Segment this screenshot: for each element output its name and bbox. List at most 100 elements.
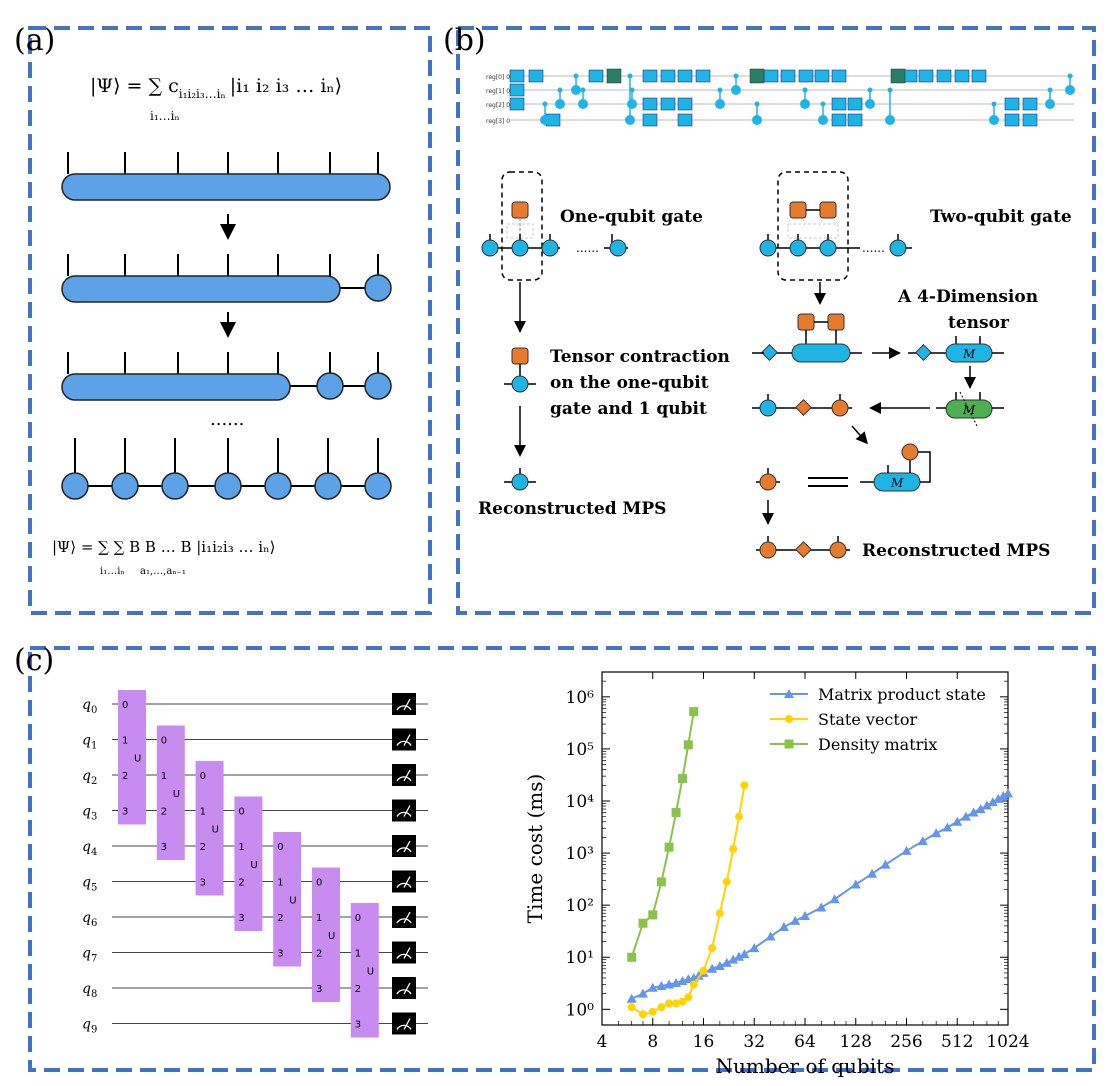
measure-arc	[396, 740, 412, 746]
circuit-gate	[509, 97, 525, 111]
circuit-gate	[971, 69, 987, 83]
u-gate-port-label: 3	[200, 878, 206, 889]
measure-icon	[392, 799, 416, 822]
u-gate-port-label: 1	[161, 771, 167, 782]
u-gate-port-label: 3	[277, 949, 283, 960]
y-tick-label: 10⁰	[566, 1000, 595, 1020]
ellipsis-a: ......	[210, 409, 244, 430]
qubit-node	[511, 239, 529, 257]
qubit-label-index: 7	[91, 954, 97, 965]
data-point	[931, 828, 942, 838]
circuit-wire-label: reg[3] 0	[486, 118, 510, 125]
u-gate-label: U	[134, 753, 141, 764]
four-dim-line-1: A 4-Dimension	[897, 287, 1038, 307]
qubit-node	[481, 239, 499, 257]
circuit-target	[800, 99, 810, 109]
site-tensor	[111, 472, 139, 500]
data-point	[684, 993, 693, 1002]
svd-tensor	[945, 399, 993, 419]
panel-c-frame	[28, 646, 1096, 1072]
ellipsis-b-right: ......	[862, 241, 885, 255]
measure-icon	[392, 870, 416, 893]
data-point	[672, 999, 681, 1008]
circuit-control-dot	[557, 87, 563, 93]
data-point	[790, 915, 801, 925]
data-point	[917, 836, 928, 846]
u-gate-port-label: 2	[277, 913, 283, 924]
qubit-label-index: 3	[91, 812, 97, 823]
measure-arc	[396, 847, 412, 853]
u-gate	[312, 867, 340, 1002]
data-point	[656, 981, 667, 991]
site-tensor	[314, 472, 342, 500]
u-gate	[273, 832, 302, 967]
circuit-control-dot	[1047, 87, 1053, 93]
two-qubit-gate-merged-b	[827, 313, 845, 331]
site-tensor	[364, 472, 392, 500]
panel-a-frame	[28, 26, 432, 615]
data-point	[968, 807, 979, 817]
u-gate-port-label: 2	[161, 807, 167, 818]
data-point	[708, 944, 717, 953]
data-point	[638, 1010, 647, 1019]
qubit-label: q0	[82, 697, 97, 716]
qubit-label: q8	[82, 981, 97, 1000]
circuit-control-dot	[867, 87, 873, 93]
data-point	[664, 842, 674, 852]
data-point	[671, 808, 681, 818]
site-tensor	[364, 274, 392, 302]
merged-tensor	[791, 343, 851, 363]
orange-node	[759, 473, 777, 491]
u-gate-port-label: 2	[316, 949, 322, 960]
measure-arc	[396, 989, 412, 995]
mps-row-3	[61, 352, 392, 401]
data-point	[715, 909, 724, 918]
circuit-gate	[677, 97, 693, 111]
data-point	[627, 1003, 636, 1012]
qubit-label-index: 8	[91, 989, 97, 1000]
data-point	[952, 816, 963, 826]
circuit-gate	[695, 69, 711, 83]
circuit-target	[540, 115, 550, 125]
x-tick-label: 32	[743, 1032, 765, 1052]
qubit-node	[819, 239, 837, 257]
data-point	[638, 918, 648, 928]
measure-needle	[403, 876, 411, 888]
panel-c-circuit: q0q1q2q3q4q5q6q7q8q90123U0123U0123U0123U…	[82, 690, 428, 1038]
data-point	[693, 970, 704, 980]
circuit-rz-gate	[890, 68, 906, 84]
qubit-node	[759, 399, 777, 417]
circuit-target	[885, 115, 895, 125]
data-point	[981, 800, 992, 810]
data-point	[880, 859, 891, 869]
measure-arc	[396, 1024, 412, 1030]
circuit-gate	[1022, 113, 1038, 127]
four-dim-tensor-label: M	[962, 347, 976, 361]
circuit-target	[731, 85, 741, 95]
orange-node	[829, 541, 847, 559]
circuit-control-dot	[717, 87, 723, 93]
data-point	[729, 844, 738, 853]
circuit-gate	[642, 113, 658, 127]
circuit-gate	[509, 69, 525, 83]
qubit-label: q4	[82, 839, 97, 858]
circuit-gate	[780, 69, 796, 83]
data-point	[647, 982, 658, 992]
u-gate-port-label: 1	[200, 807, 206, 818]
u-gate	[350, 903, 379, 1038]
panel-b-frame	[456, 26, 1096, 615]
qubit-label: q1	[82, 733, 97, 752]
qubit-label-index: 5	[91, 883, 97, 894]
merged-m-tensor-label: M	[890, 476, 904, 490]
qubit-node	[889, 239, 907, 257]
circuit-control-dot	[802, 87, 808, 93]
circuit-target	[752, 115, 762, 125]
u-gate-port-label: 1	[316, 913, 322, 924]
data-point	[987, 797, 998, 807]
data-point	[960, 811, 971, 821]
qubit-label: q5	[82, 875, 97, 894]
measure-icon	[392, 835, 416, 857]
measure-needle	[403, 734, 411, 746]
circuit-gate	[642, 97, 658, 111]
